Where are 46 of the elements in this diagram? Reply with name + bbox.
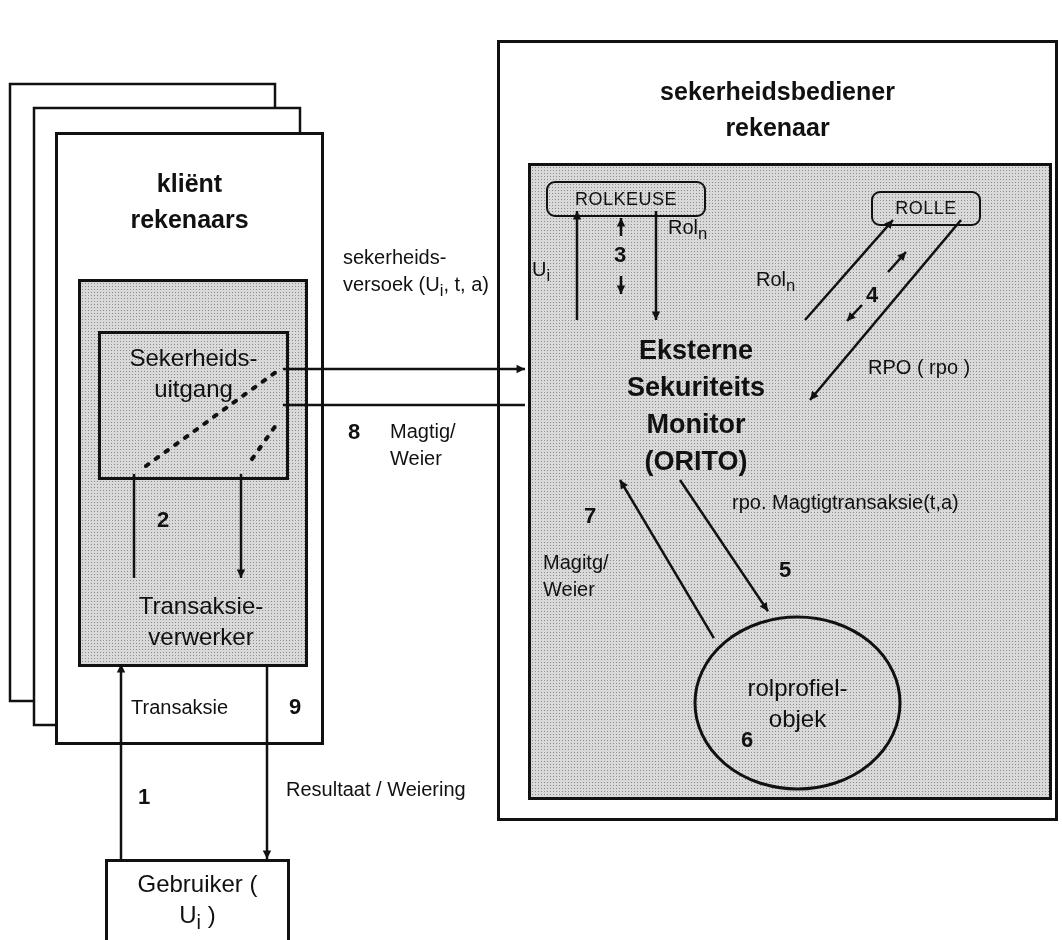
- node-text: Gebruiker ( U$_{i}$ ): [136, 869, 259, 935]
- process-box: [871, 191, 981, 226]
- step-number: 8: [348, 419, 361, 445]
- edge-label: U$_{i}$: [532, 257, 551, 287]
- arrow: [236, 474, 246, 578]
- step-number: 5: [779, 557, 792, 583]
- arrow: [283, 364, 525, 374]
- server-panel: [497, 40, 1058, 821]
- step-number: 9: [289, 694, 302, 720]
- arrow: [572, 211, 582, 320]
- edge-label: sekerheids- versoek (U$_{i}$, t, a): [343, 245, 490, 302]
- node-text: Transaksie- verwerker: [137, 590, 265, 652]
- connector-line: [283, 403, 525, 407]
- step-number: 2: [157, 507, 170, 533]
- panel-heading: sekerheidsbediener rekenaar: [659, 76, 896, 144]
- shaded-panel: [78, 279, 308, 667]
- node-text: ROLLE: [895, 198, 957, 219]
- edge-label: Magtig/ Weier: [390, 419, 457, 471]
- node-text: Eksterne Sekuriteits Monitor (ORITO): [625, 333, 767, 479]
- process-box: [98, 331, 289, 480]
- step-number: 7: [584, 503, 597, 529]
- shaded-panel: [528, 163, 1052, 800]
- panel-heading: kliënt rekenaars: [129, 168, 250, 236]
- edge-label: Magitg/ Weier: [543, 550, 610, 602]
- arrow: [678, 479, 770, 612]
- arrow: [809, 219, 962, 401]
- arrow: [651, 211, 661, 320]
- process-box: [546, 181, 706, 217]
- node-text: ROLKEUSE: [574, 188, 677, 210]
- client-panel: [55, 132, 324, 745]
- arrow: [116, 664, 126, 859]
- node-text: Sekerheids- uitgang: [128, 343, 259, 405]
- edge-label: Rol$_{n}$: [756, 267, 796, 297]
- edge-label: rpo. Magtigtransaksie(t,a): [732, 490, 959, 515]
- user-box: [105, 859, 290, 940]
- step-number: 4: [866, 282, 879, 308]
- edge-label: Rol$_{n}$: [668, 215, 708, 245]
- step-number: 3: [614, 242, 627, 268]
- edge-label: Transaksie: [131, 695, 229, 720]
- ellipse-node: [693, 615, 902, 791]
- connector-line: [132, 474, 136, 578]
- step-number: 1: [138, 784, 151, 810]
- edge-label: RPO ( rpo ): [868, 355, 971, 380]
- edge-label: Resultaat / Weiering: [286, 777, 466, 802]
- arrow: [618, 479, 715, 639]
- arrow: [262, 664, 272, 859]
